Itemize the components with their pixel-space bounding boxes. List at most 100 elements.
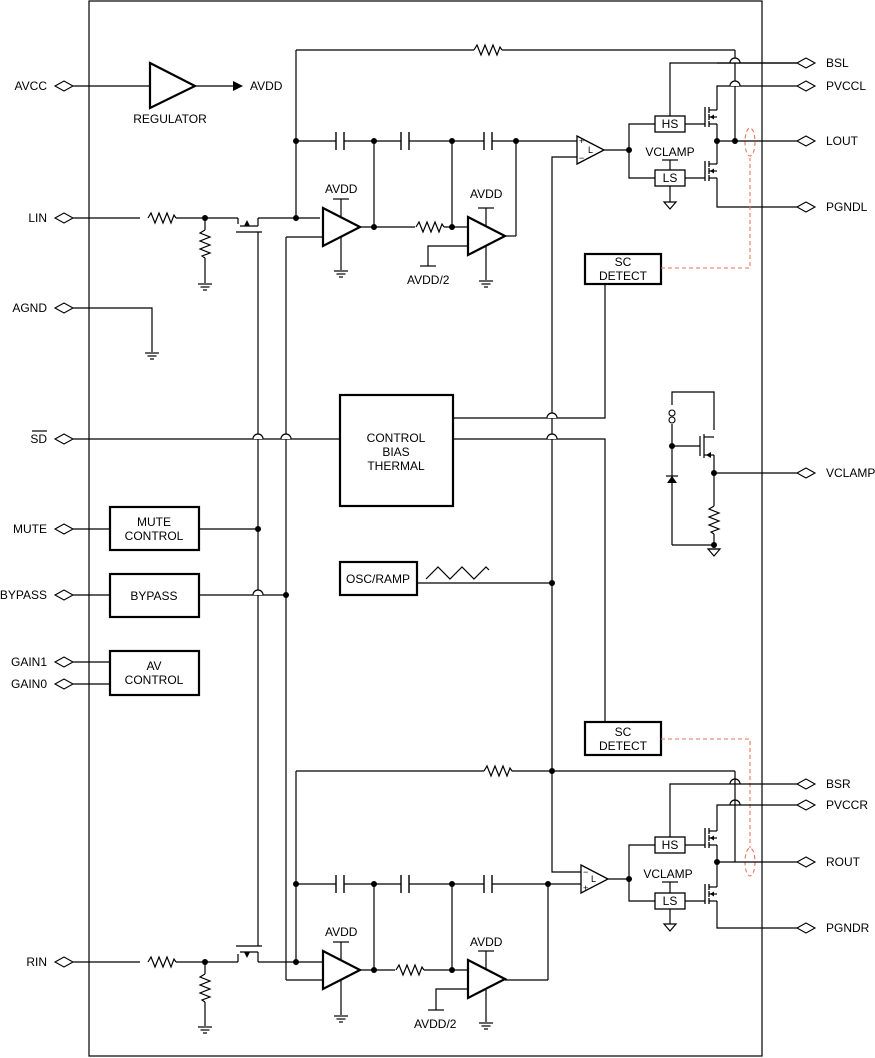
left-sc-detect-box	[583, 252, 663, 286]
left-sc-detect-line1: SC	[615, 255, 632, 269]
right-pwm-comparator	[551, 583, 632, 895]
mute-control-line1: MUTE	[137, 515, 171, 529]
left-avdd-half-label: AVDD/2	[407, 273, 450, 287]
pin-bypass[interactable]	[54, 589, 110, 601]
control-line1: CONTROL	[367, 431, 426, 445]
pin-pvccr[interactable]	[796, 799, 816, 811]
av-control-box	[108, 649, 201, 697]
pin-pgndr-label: PGNDR	[826, 921, 870, 935]
right-input-network	[147, 945, 323, 1034]
osc-ramp-label: OSC/RAMP	[346, 572, 410, 586]
left-sc-detect-line2: DETECT	[599, 269, 648, 283]
right-ls-label: LS	[663, 894, 678, 908]
left-preamp	[286, 198, 415, 278]
right-sc-detect-line2: DETECT	[599, 739, 648, 753]
right-vclamp-label: VCLAMP	[643, 867, 692, 881]
right-second-stage	[395, 950, 548, 1030]
left-comparator-plus: +	[579, 136, 584, 146]
pin-rin[interactable]	[54, 956, 140, 968]
left-capacitor-ladder	[293, 131, 577, 236]
pin-lout-label: LOUT	[826, 134, 859, 148]
pin-pvccr-label: PVCCR	[826, 798, 868, 812]
right-output-stage	[628, 783, 797, 932]
pin-bsr[interactable]	[796, 778, 816, 790]
left-comparator-l: L	[588, 145, 593, 155]
mute-bus	[199, 232, 261, 946]
pin-bsr-label: BSR	[826, 777, 851, 791]
pin-avcc[interactable]	[54, 80, 150, 92]
right-sc-detect-line1: SC	[615, 725, 632, 739]
pin-gain1[interactable]	[54, 656, 110, 668]
left-stage2-avdd-label: AVDD	[470, 187, 503, 201]
pin-gain0-label: GAIN0	[11, 677, 47, 691]
right-preamp-avdd-label: AVDD	[325, 925, 358, 939]
vclamp-regulator	[666, 391, 797, 557]
right-comparator-plus: +	[583, 883, 588, 893]
right-hs-label: HS	[662, 838, 679, 852]
pin-rout[interactable]	[796, 856, 816, 868]
left-output-stage	[628, 62, 797, 210]
left-ls-label: LS	[663, 171, 678, 185]
right-sc-sense-dashed	[661, 738, 751, 848]
pin-mute-label: MUTE	[13, 522, 47, 536]
left-sc-sense-loop	[744, 127, 756, 157]
control-line3: THERMAL	[367, 459, 425, 473]
pin-rout-label: ROUT	[826, 855, 861, 869]
control-line2: BIAS	[382, 445, 409, 459]
left-vclamp-label: VCLAMP	[645, 145, 694, 159]
osc-ramp-box	[338, 560, 419, 597]
pin-lin[interactable]	[54, 212, 140, 224]
wire-crossings	[252, 57, 741, 806]
mute-control-line2: CONTROL	[125, 529, 184, 543]
left-input-network	[147, 212, 320, 291]
av-control-line2: CONTROL	[125, 673, 184, 687]
right-capacitor-ladder	[293, 874, 581, 980]
left-sc-sense-dashed	[661, 158, 751, 269]
control-to-right-sc	[453, 438, 606, 722]
left-hs-label: HS	[662, 117, 679, 131]
pin-avcc-label: AVCC	[15, 79, 48, 93]
right-comparator-minus: −	[583, 867, 588, 877]
left-feedback-resistor	[295, 44, 736, 141]
pin-bypass-label: BYPASS	[0, 588, 47, 602]
left-sc-to-control	[453, 284, 606, 419]
regulator	[148, 61, 243, 110]
bypass-bus	[199, 237, 289, 980]
pin-mute[interactable]	[54, 523, 110, 535]
pin-rin-label: RIN	[26, 955, 47, 969]
regulator-output-label: AVDD	[250, 79, 283, 93]
bypass-box	[108, 572, 201, 619]
pin-vclamp-label: VCLAMP	[826, 466, 875, 480]
pin-pvccl-label: PVCCL	[826, 79, 866, 93]
pin-pgndr[interactable]	[796, 922, 816, 934]
ramp-waveform	[425, 566, 490, 580]
pin-pgndl-label: PGNDL	[826, 200, 868, 214]
pin-pgndl[interactable]	[796, 201, 816, 213]
left-pwm-comparator	[551, 134, 632, 583]
pin-bsl-label: BSL	[826, 56, 849, 70]
left-comparator-minus: −	[579, 153, 584, 163]
pin-sd[interactable]	[54, 433, 340, 445]
pin-gain1-label: GAIN1	[11, 655, 47, 669]
pin-sd-label: SD	[30, 432, 47, 446]
bypass-label: BYPASS	[130, 589, 177, 603]
right-feedback-resistor	[295, 765, 736, 962]
right-avdd-half-label: AVDD/2	[414, 1017, 457, 1031]
control-bias-thermal-box	[338, 393, 455, 508]
right-preamp	[286, 941, 395, 1023]
pin-agnd-label: AGND	[12, 301, 47, 315]
left-preamp-avdd-label: AVDD	[325, 182, 358, 196]
right-stage2-avdd-label: AVDD	[470, 935, 503, 949]
pin-pvccl[interactable]	[796, 80, 816, 92]
right-comparator-l: L	[591, 874, 596, 884]
av-control-line1: AV	[146, 659, 161, 673]
regulator-label: REGULATOR	[133, 112, 207, 126]
pin-lout[interactable]	[796, 135, 816, 147]
pin-lin-label: LIN	[28, 211, 47, 225]
pin-gain0[interactable]	[54, 678, 110, 690]
pin-agnd[interactable]	[54, 302, 160, 360]
pin-vclamp[interactable]	[796, 467, 816, 479]
pin-bsl[interactable]	[796, 57, 816, 69]
mute-control-box	[108, 505, 201, 552]
